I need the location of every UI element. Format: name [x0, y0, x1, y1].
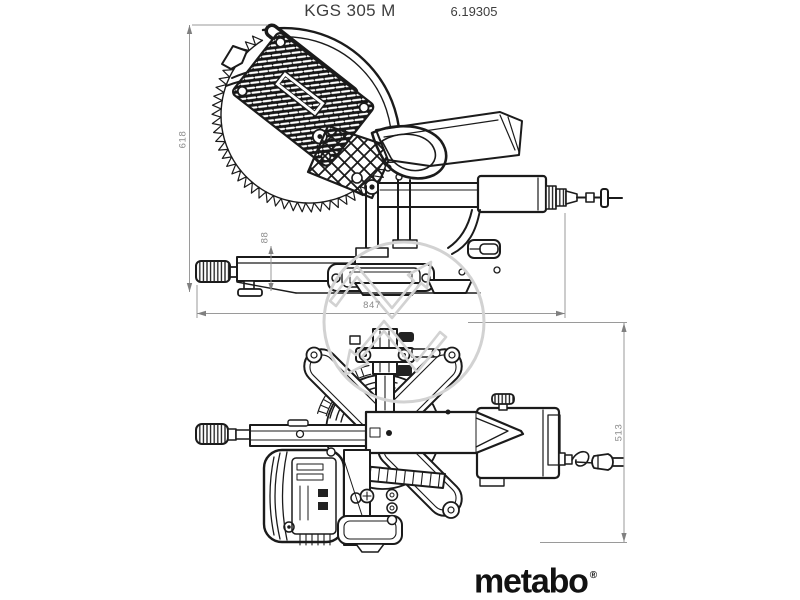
clamp-knob-top	[396, 365, 412, 376]
side-knob	[479, 243, 499, 255]
fence-knob	[398, 332, 414, 342]
brand-logo: metabo®	[474, 559, 597, 600]
power-plug-side	[600, 188, 623, 208]
guard-latch	[221, 45, 248, 70]
registered-trademark-icon: ®	[589, 570, 597, 581]
top-view-drawing	[195, 328, 624, 553]
page-title: KGS 305 M	[304, 1, 396, 20]
power-plug-top	[558, 450, 624, 471]
slide-rails	[476, 174, 605, 214]
dimension-label-width: 513	[613, 423, 625, 442]
dimension-label-table-height: 88	[259, 231, 271, 244]
motor-top	[262, 448, 371, 546]
clamp-knob-side	[195, 260, 231, 283]
dimension-847	[196, 213, 566, 318]
side-view-drawing	[195, 23, 623, 297]
dimension-label-height: 618	[177, 130, 189, 149]
dimension-513	[468, 322, 627, 543]
dimension-618	[186, 24, 268, 292]
circular-arrows-watermark-icon	[322, 240, 486, 404]
brand-logo-text: metabo	[474, 562, 589, 600]
lock-knob	[491, 393, 515, 405]
dimension-lines	[186, 24, 627, 543]
bottom-foot	[337, 515, 403, 553]
dimension-label-depth: 847	[363, 300, 381, 311]
carry-handle	[370, 124, 448, 180]
front-rail	[195, 419, 367, 447]
dimension-88	[268, 246, 274, 291]
article-number: 6.19305	[450, 4, 498, 19]
rail-knob	[195, 423, 229, 445]
